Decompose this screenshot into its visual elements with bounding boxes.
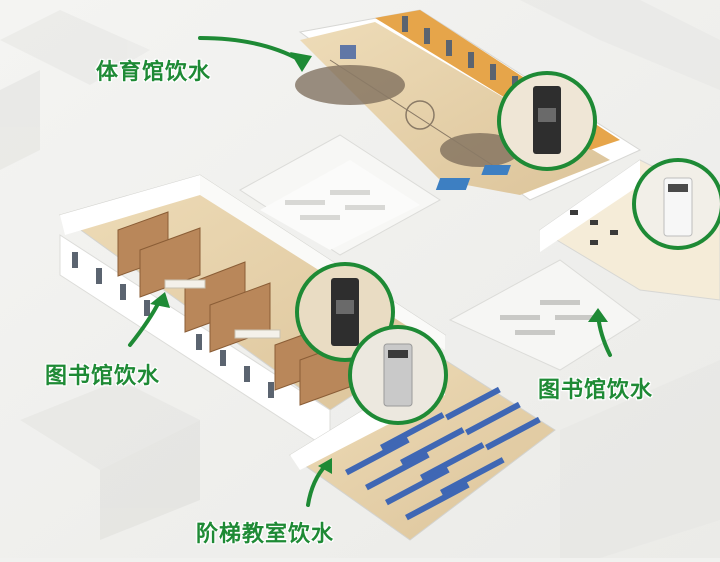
desk-icon xyxy=(345,386,541,521)
label-lecture-hall-water: 阶梯教室饮水 xyxy=(196,522,335,547)
middle-classrooms xyxy=(239,134,641,371)
label-library-water-right: 图书馆饮水 xyxy=(538,378,654,403)
label-gym-water: 体育馆饮水 xyxy=(96,60,212,85)
water-dispenser-icon xyxy=(295,71,720,425)
label-library-water-left: 图书馆饮水 xyxy=(45,364,161,389)
